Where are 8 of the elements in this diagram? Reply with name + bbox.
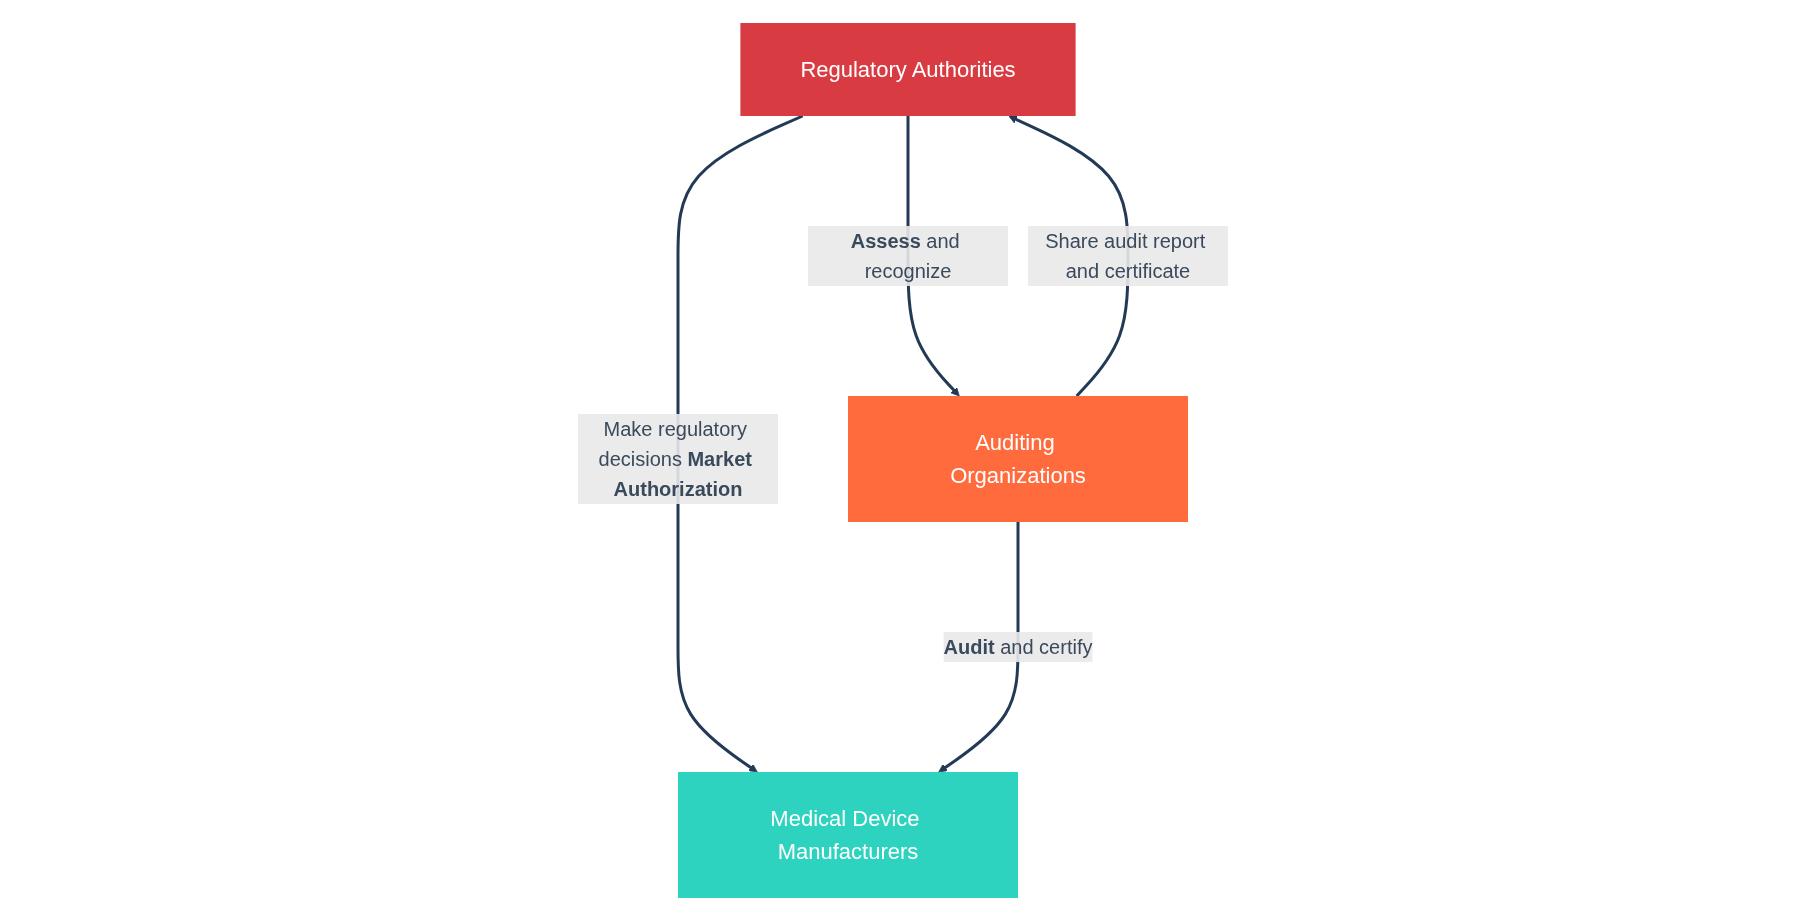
node-box: Auditing Organizations (848, 396, 1188, 522)
arrow (938, 522, 1020, 773)
edge-label: Audit and certify (943, 636, 1093, 658)
node-box: Regulatory Authorities (740, 23, 1076, 116)
edge-label: Assess and recognize (850, 230, 960, 282)
edge-label: Make regulatory decisions Market Authorization (598, 418, 752, 500)
node-box: Medical Device Manufacturers (678, 772, 1018, 898)
edge-label: Share audit report and certificate (1045, 230, 1206, 282)
